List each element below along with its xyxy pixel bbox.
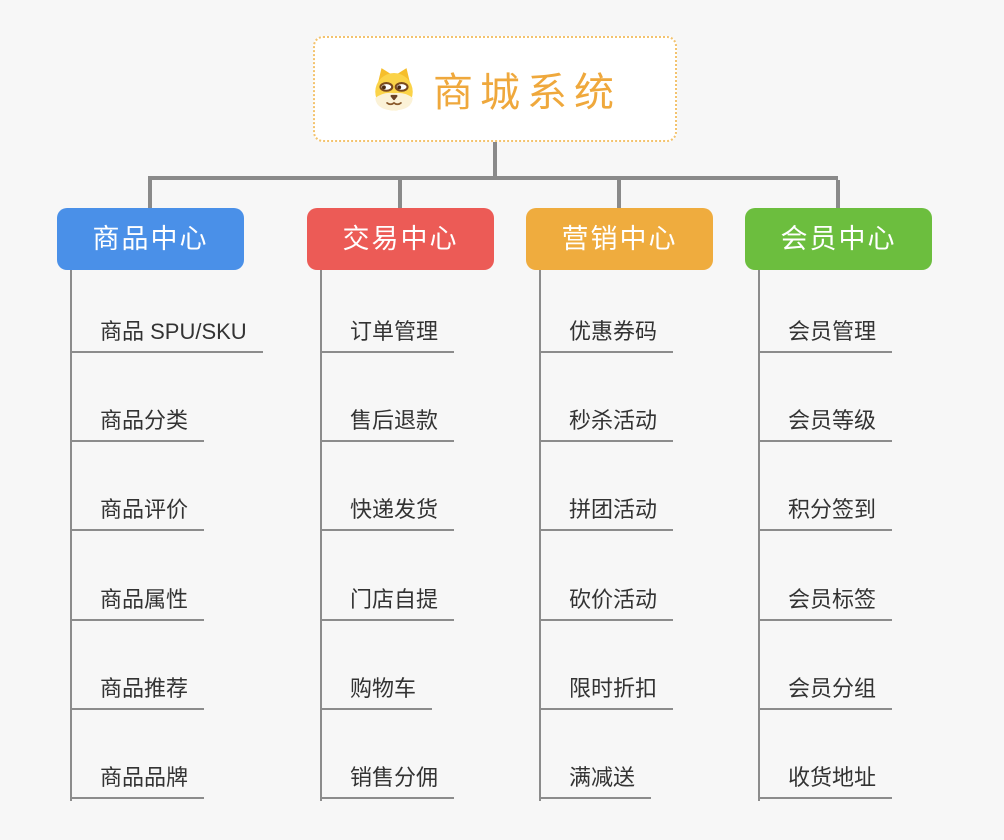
leaf-item[interactable]: 售后退款 — [320, 408, 455, 442]
connector-bus — [148, 176, 838, 180]
connector-drop — [398, 180, 402, 209]
branch-column-marketing: 营销中心 优惠券码 秒杀活动 拼团活动 砍价活动 限时折扣 满减送 — [526, 208, 713, 801]
leaf-item[interactable]: 积分签到 — [758, 497, 893, 531]
leaf-item[interactable]: 商品属性 — [70, 587, 205, 621]
column-spine — [320, 270, 322, 801]
branch-node-product[interactable]: 商品中心 — [57, 208, 244, 270]
connector-drop — [148, 180, 152, 209]
column-spine — [758, 270, 760, 801]
branch-column-product: 商品中心 商品 SPU/SKU 商品分类 商品评价 商品属性 商品推荐 商品品牌 — [57, 208, 263, 801]
leaf-item[interactable]: 会员标签 — [758, 587, 893, 621]
branch-node-member[interactable]: 会员中心 — [745, 208, 932, 270]
leaf-item[interactable]: 商品推荐 — [70, 676, 205, 710]
root-title: 商城系统 — [433, 71, 621, 115]
branch-node-trade[interactable]: 交易中心 — [307, 208, 494, 270]
leaf-item[interactable]: 商品 SPU/SKU — [70, 319, 263, 353]
leaf-item[interactable]: 秒杀活动 — [539, 408, 674, 442]
connector-drop — [617, 180, 621, 209]
leaf-item[interactable]: 订单管理 — [320, 319, 455, 353]
leaf-item[interactable]: 销售分佣 — [320, 765, 455, 799]
branch-column-member: 会员中心 会员管理 会员等级 积分签到 会员标签 会员分组 收货地址 — [745, 208, 932, 801]
leaf-item[interactable]: 满减送 — [539, 765, 652, 799]
leaf-item[interactable]: 砍价活动 — [539, 587, 674, 621]
leaf-item[interactable]: 会员分组 — [758, 676, 893, 710]
branch-column-trade: 交易中心 订单管理 售后退款 快递发货 门店自提 购物车 销售分佣 — [307, 208, 494, 801]
leaf-item[interactable]: 门店自提 — [320, 587, 455, 621]
connector-drop — [836, 180, 840, 209]
column-spine — [70, 270, 72, 801]
leaf-item[interactable]: 收货地址 — [758, 765, 893, 799]
leaf-item[interactable]: 购物车 — [320, 676, 433, 710]
leaf-item[interactable]: 优惠券码 — [539, 319, 674, 353]
leaf-item[interactable]: 快递发货 — [320, 497, 455, 531]
leaf-item[interactable]: 商品评价 — [70, 497, 205, 531]
root-node[interactable]: 商城系统 — [313, 36, 677, 142]
leaf-item[interactable]: 会员等级 — [758, 408, 893, 442]
connector-root-stub — [493, 141, 497, 178]
leaf-item[interactable]: 会员管理 — [758, 319, 893, 353]
dog-face-icon — [375, 68, 413, 111]
leaf-item[interactable]: 商品品牌 — [70, 765, 205, 799]
column-spine — [539, 270, 541, 801]
leaf-item[interactable]: 拼团活动 — [539, 497, 674, 531]
branch-node-marketing[interactable]: 营销中心 — [526, 208, 713, 270]
leaf-item[interactable]: 商品分类 — [70, 408, 205, 442]
leaf-item[interactable]: 限时折扣 — [539, 676, 674, 710]
